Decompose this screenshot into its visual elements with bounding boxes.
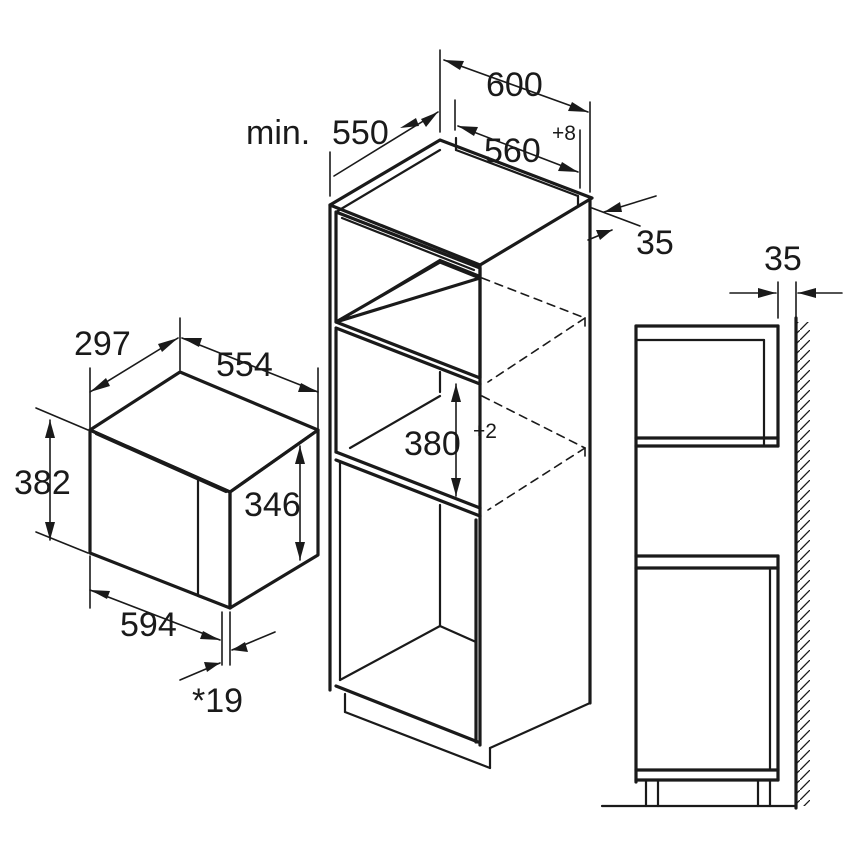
label-device-width: 594 xyxy=(120,606,177,644)
wall-hatching xyxy=(796,322,810,806)
dim-line-560 xyxy=(457,125,579,173)
label-niche-depth-prefix: min. xyxy=(246,114,310,152)
label-niche-width-tolerance: +8 xyxy=(552,122,576,145)
label-cabinet-width: 600 xyxy=(486,66,543,104)
microwave-side xyxy=(228,428,320,610)
side-section-drawing xyxy=(600,281,843,810)
label-niche-height: 380 xyxy=(404,425,461,463)
microwave-front-inner-edge xyxy=(94,432,228,494)
dim-line-600 xyxy=(443,59,589,113)
microwave-top xyxy=(88,370,320,494)
upper-niche-opening xyxy=(334,210,482,380)
label-niche-depth: 550 xyxy=(332,114,389,152)
label-front-offset: 35 xyxy=(636,224,674,262)
label-niche-height-tolerance: +2 xyxy=(473,420,497,443)
label-device-inner-height: 346 xyxy=(244,486,301,524)
label-niche-width: 560 xyxy=(484,132,541,170)
dimension-labels: min. 550 600 560 +8 35 35 380 +2 297 554… xyxy=(14,66,802,720)
dim-line-554 xyxy=(181,337,319,393)
label-frame-note: *19 xyxy=(192,682,243,720)
microwave-drawing xyxy=(35,317,320,681)
tall-cabinet-drawing xyxy=(328,49,657,770)
dim-line-550 xyxy=(333,111,439,177)
label-device-inner-width: 554 xyxy=(216,346,273,384)
cabinet-top xyxy=(328,138,594,267)
dim-line-594 xyxy=(89,589,221,641)
microwave-front xyxy=(88,428,232,610)
label-device-depth: 297 xyxy=(74,325,131,363)
label-side-offset: 35 xyxy=(764,240,802,278)
microwave-control-panel xyxy=(196,476,232,610)
label-device-height: 382 xyxy=(14,464,71,502)
